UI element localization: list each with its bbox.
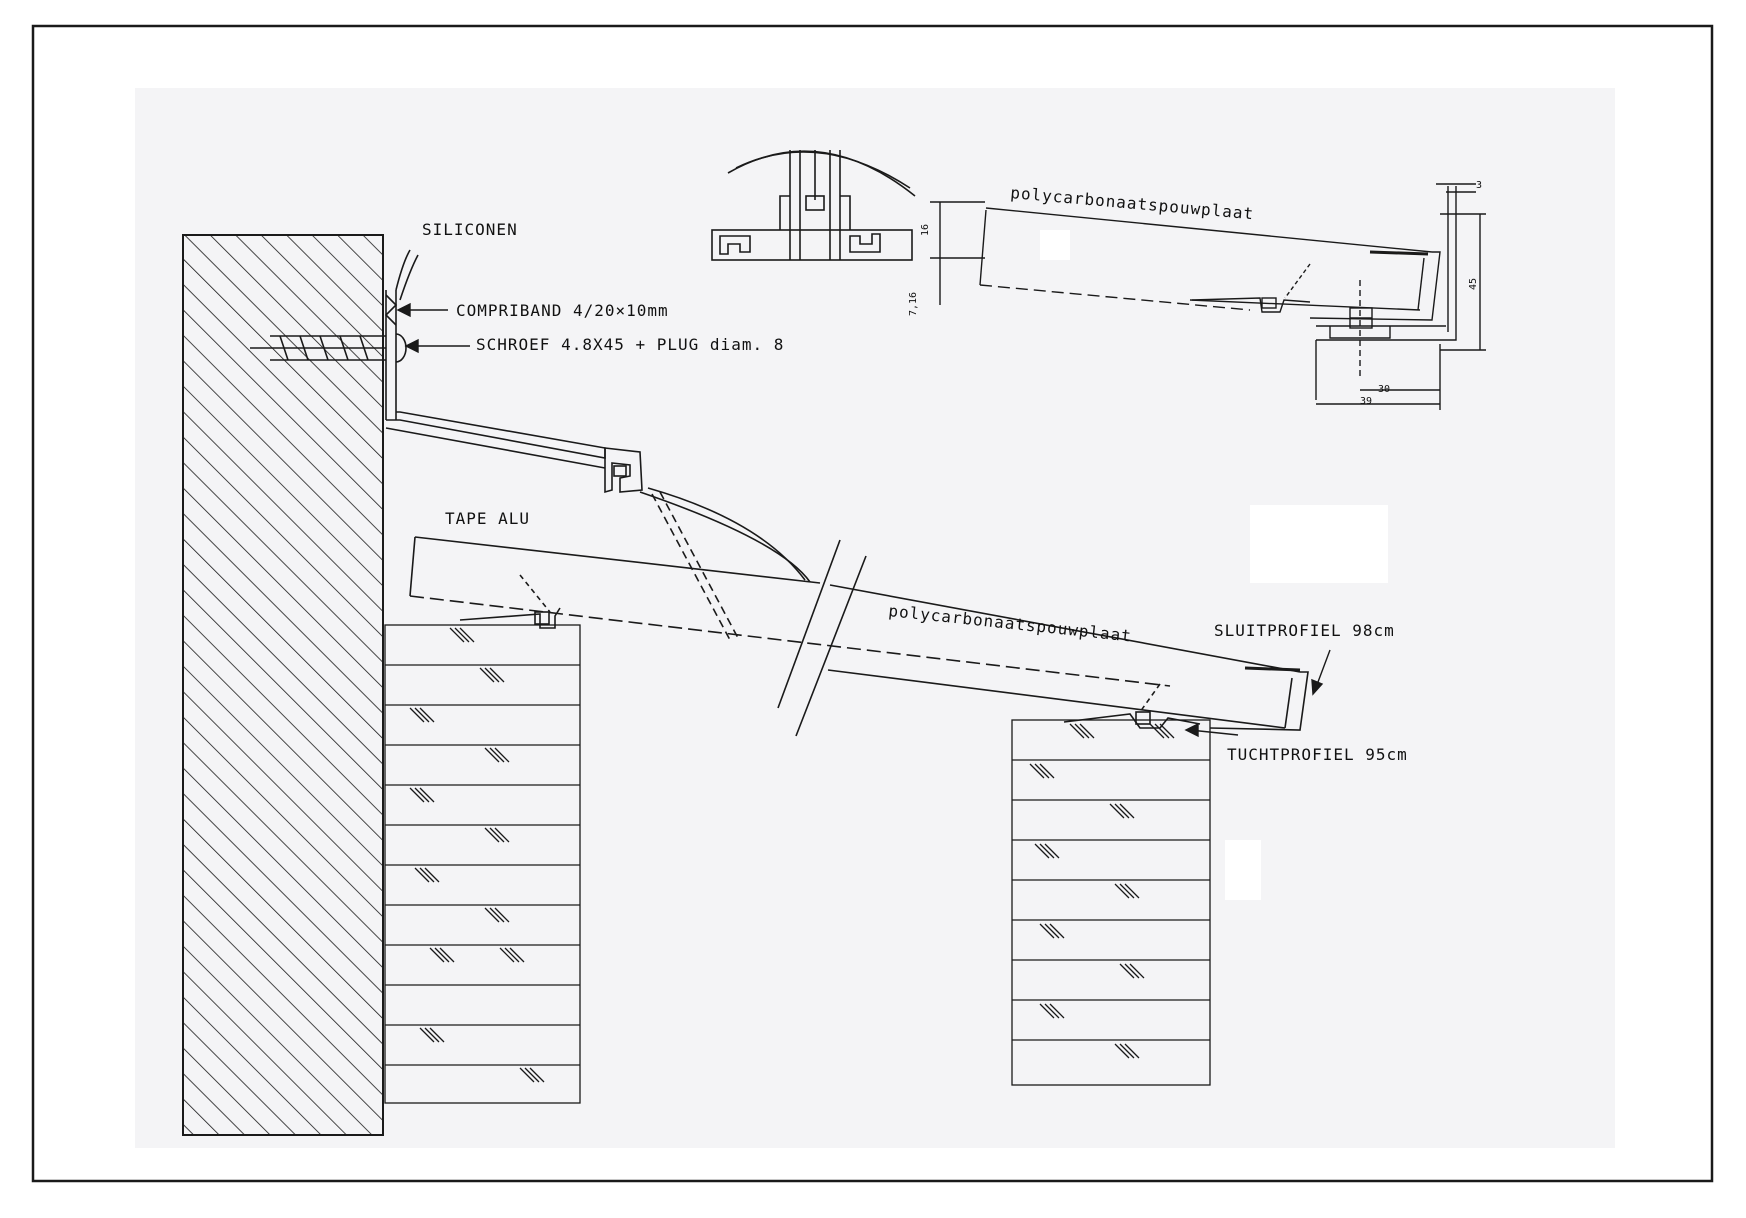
label-tape-alu: TAPE ALU [445,509,530,528]
sheet-edge-detail [930,183,1486,410]
right-brick-support [1011,719,1211,1086]
left-brick-support [384,624,581,1104]
wall-connection-profile [250,249,811,641]
main-polycarbonate-sheet [409,536,1309,737]
scan-background-patch [1250,505,1388,583]
dim-39: 39 [1360,396,1372,407]
dim-3: 3 [1476,180,1482,191]
profile-cross-section-detail [711,150,916,261]
dim-30: 30 [1378,384,1390,395]
scan-background-patch [1040,230,1070,260]
drawing-frame [31,24,1714,1183]
label-compriband: COMPRIBAND 4/20×10mm [456,301,669,320]
dim-16: 16 [920,224,931,236]
label-schroef: SCHROEF 4.8X45 + PLUG diam. 8 [476,335,784,354]
label-sluitprofiel: SLUITPROFIEL 98cm [1214,621,1395,640]
label-tochtprofiel: TUCHTPROFIEL 95cm [1227,745,1408,764]
dim-45: 45 [1468,278,1479,290]
label-siliconen: SILICONEN [422,220,518,239]
masonry-wall [182,234,384,1136]
scan-background-patch [1225,840,1261,900]
leader-arrows [396,302,1331,738]
dim-7-16: 7,16 [908,292,919,316]
